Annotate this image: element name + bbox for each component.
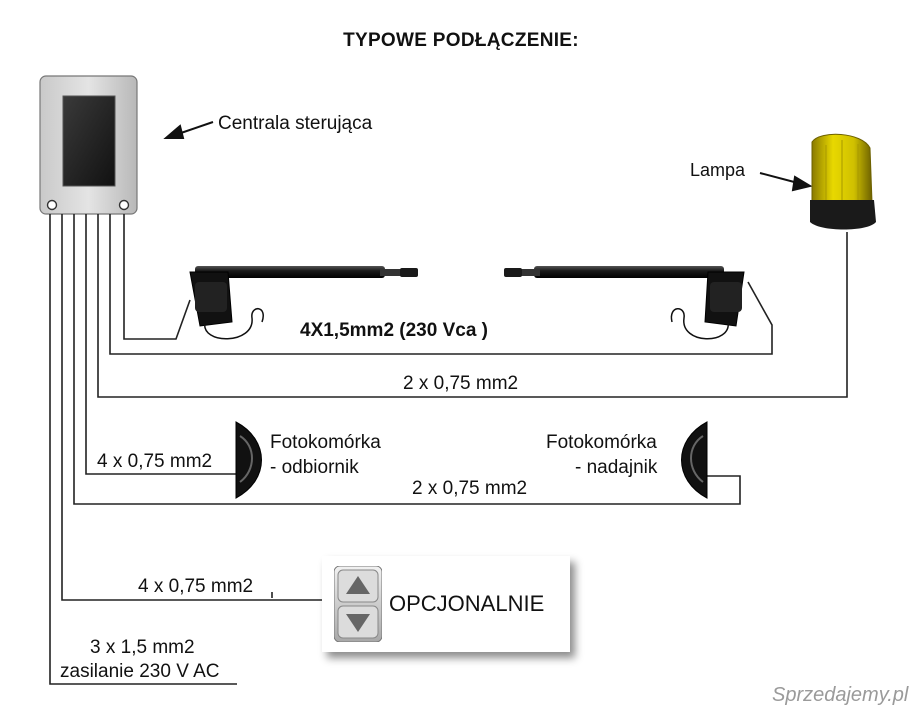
optional-cable-label: 4 x 0,75 mm2 [138, 576, 254, 597]
receiver-cable-label: 4 x 0,75 mm2 [97, 451, 213, 472]
actuator-icon [189, 266, 418, 340]
photocell-icon [681, 421, 708, 499]
controller-box-icon [39, 75, 138, 215]
arrow-icon [163, 121, 813, 192]
photocell-icon [235, 421, 262, 499]
transmitter-name-label: Fotokomórka [546, 432, 657, 453]
transmitter-sub-label: - nadajnik [575, 457, 658, 478]
transmitter-cable-label: 2 x 0,75 mm2 [412, 478, 528, 499]
diagram-title: TYPOWE PODŁĄCZENIE: [343, 30, 579, 51]
optional-label: OPCJONALNIE [389, 591, 545, 616]
power-cable-label: 3 x 1,5 mm2 [90, 637, 195, 658]
wire-paths [49, 214, 848, 685]
power-supply-label: zasilanie 230 V AC [60, 661, 220, 682]
controller-label: Centrala sterująca [218, 113, 373, 134]
receiver-name-label: Fotokomórka [270, 432, 381, 453]
lamp-label: Lampa [690, 160, 746, 180]
up-down-switch-icon [334, 566, 382, 642]
receiver-sub-label: - odbiornik [270, 457, 359, 478]
lamp-cable-label: 2 x 0,75 mm2 [403, 373, 519, 394]
watermark-text: Sprzedajemy.pl [772, 684, 909, 706]
lamp-icon [810, 133, 876, 230]
actuator-icon [504, 266, 745, 340]
motor-cable-label: 4X1,5mm2 (230 Vca ) [300, 320, 489, 341]
